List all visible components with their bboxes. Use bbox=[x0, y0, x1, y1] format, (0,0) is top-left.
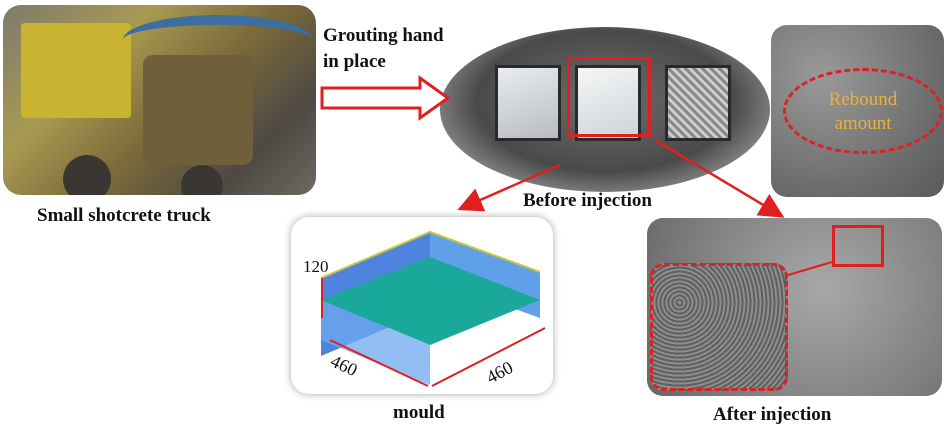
truck-tank bbox=[143, 55, 253, 165]
mould-tray bbox=[495, 65, 561, 141]
dim-right-line bbox=[431, 327, 546, 387]
truck-wheel bbox=[63, 155, 111, 195]
dim-height-text: 120 bbox=[303, 257, 329, 276]
mould-drawing: 120 460 460 bbox=[303, 230, 546, 387]
truck-caption: Small shotcrete truck bbox=[37, 205, 211, 226]
mould-floor bbox=[321, 257, 540, 345]
grouting-label-line2: in place bbox=[323, 51, 386, 72]
rebound-label-line2: amount bbox=[834, 113, 892, 134]
before-injection-photo bbox=[440, 27, 770, 192]
zoom-connector bbox=[787, 261, 833, 276]
highlight-box-before bbox=[567, 57, 651, 137]
after-caption: After injection bbox=[713, 404, 832, 425]
dim-right-text: 460 bbox=[483, 357, 516, 387]
grouting-label-line1: Grouting hand bbox=[323, 25, 444, 46]
dim-left-line bbox=[329, 339, 429, 387]
truck-panel bbox=[21, 23, 131, 118]
shotcrete-truck-photo bbox=[3, 5, 316, 195]
after-highlight-box bbox=[832, 225, 884, 267]
rebound-label-line1: Rebound bbox=[828, 89, 898, 110]
mould-caption: mould bbox=[393, 402, 445, 423]
mould-tray bbox=[575, 65, 641, 141]
mould-tray bbox=[665, 65, 731, 141]
mould-edges bbox=[320, 230, 541, 279]
truck-wheel bbox=[181, 165, 223, 195]
arrow-to-after bbox=[654, 138, 785, 218]
dim-left-text: 460 bbox=[328, 351, 361, 381]
after-zoom-inset bbox=[650, 263, 788, 391]
rebound-ellipse bbox=[783, 68, 943, 154]
hollow-arrow bbox=[320, 75, 451, 121]
arrow-to-mould bbox=[457, 163, 561, 212]
before-caption: Before injection bbox=[523, 190, 652, 211]
truck-hose bbox=[123, 15, 313, 65]
rebound-label: Rebound amount bbox=[783, 88, 943, 136]
mould-front-wall bbox=[321, 300, 430, 385]
